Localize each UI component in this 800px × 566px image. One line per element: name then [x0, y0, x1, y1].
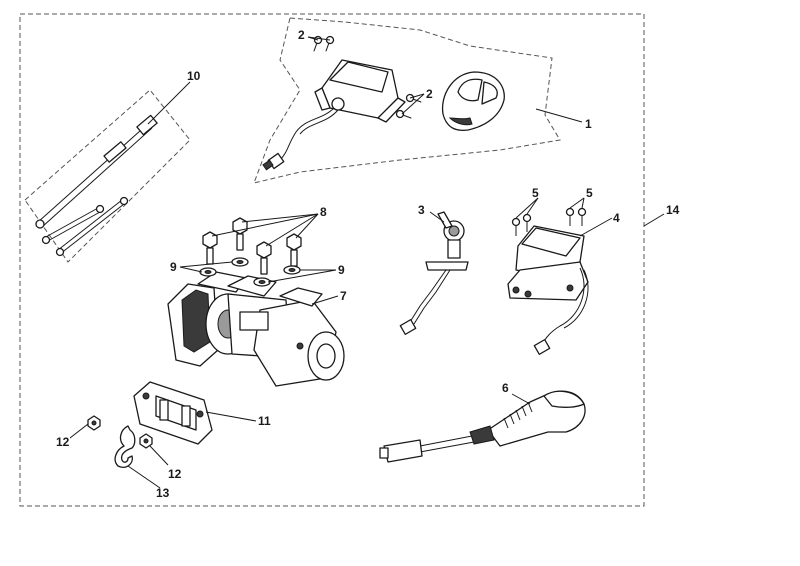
roller-fairlead — [133, 381, 213, 445]
callout-8: 8 — [320, 205, 327, 219]
winch-power-cables — [35, 114, 158, 257]
callout-14: 14 — [666, 203, 680, 217]
contactor-screws — [511, 207, 587, 236]
winch-motor-assembly — [167, 271, 345, 387]
callout-12-right: 12 — [168, 467, 182, 481]
callout-1: 1 — [585, 117, 592, 131]
callout-9-right: 9 — [338, 263, 345, 277]
winch-hook — [114, 425, 136, 468]
handheld-wired-remote — [379, 390, 586, 463]
callout-4: 4 — [613, 211, 620, 225]
kit-outline-frame — [19, 13, 645, 507]
winch-control-box — [262, 59, 406, 171]
wireless-remote-fob — [441, 71, 505, 132]
leader-lines — [69, 36, 665, 489]
callout-10: 10 — [187, 69, 201, 83]
callout-2-top: 2 — [298, 28, 305, 42]
callout-5-left: 5 — [532, 186, 539, 200]
cable-group-outline — [24, 89, 191, 263]
rocker-switch — [399, 211, 469, 335]
callout-7: 7 — [340, 289, 347, 303]
callout-3: 3 — [418, 203, 425, 217]
winch-washers — [199, 257, 301, 287]
callout-11: 11 — [258, 414, 271, 428]
callout-9-left: 9 — [170, 260, 177, 274]
fairlead-nut-right — [139, 433, 153, 449]
callout-6: 6 — [502, 381, 509, 395]
callout-12-left: 12 — [56, 435, 70, 449]
winch-contactor — [507, 225, 589, 355]
callout-5-right: 5 — [586, 186, 593, 200]
fairlead-nut-left — [87, 415, 101, 431]
callout-13: 13 — [156, 486, 170, 500]
callout-labels: 1 2 2 3 4 5 5 6 7 8 9 9 10 11 12 12 13 1… — [56, 28, 680, 500]
callout-2-right: 2 — [426, 87, 433, 101]
remote-control-group-outline — [253, 17, 561, 184]
winch-mounting-bolts — [202, 217, 302, 275]
